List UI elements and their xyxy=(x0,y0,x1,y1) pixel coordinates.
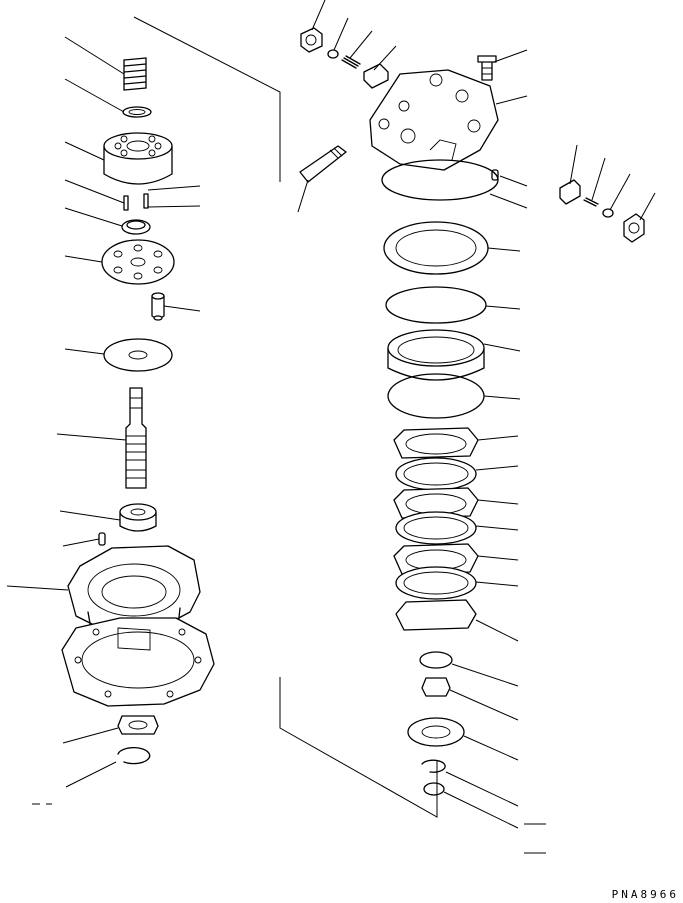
friction-plate-3 xyxy=(395,566,477,600)
separator-plate-4 xyxy=(395,599,477,631)
part-cylinder-block xyxy=(103,132,173,185)
part-side-valve xyxy=(559,179,581,205)
part-collar xyxy=(421,677,451,697)
separator-plate-1 xyxy=(393,427,479,459)
friction-plate-2 xyxy=(395,511,477,545)
part-o-ring-small xyxy=(423,782,445,796)
part-nut xyxy=(117,715,159,735)
part-side-spring xyxy=(583,197,599,207)
bracket-lines xyxy=(133,16,438,818)
part-thrust-plate xyxy=(103,338,173,372)
part-ring xyxy=(419,651,453,669)
part-plate xyxy=(383,221,489,275)
part-brake-piston xyxy=(387,329,485,381)
part-o-ring-large xyxy=(381,159,499,201)
part-snap-ring-2 xyxy=(421,759,446,773)
part-valve-cover xyxy=(369,69,499,171)
part-retainer xyxy=(121,219,151,235)
part-valve-spring xyxy=(341,55,361,69)
part-motor-housing xyxy=(61,545,215,707)
left-leader-lines xyxy=(6,36,201,788)
part-bolt xyxy=(477,55,497,81)
drawing-code: PNA8966 xyxy=(611,888,679,901)
part-bearing-2 xyxy=(407,717,465,747)
stray-marks xyxy=(32,803,546,854)
part-drive-shaft xyxy=(125,387,147,489)
part-spring xyxy=(123,57,147,91)
friction-pack xyxy=(393,427,479,631)
part-spring-washer xyxy=(122,106,152,118)
part-o-ring-1 xyxy=(385,286,487,324)
part-plug xyxy=(151,292,165,321)
part-side-o-ring xyxy=(602,208,614,218)
part-relief-valve xyxy=(299,145,347,183)
part-valve-plug xyxy=(300,27,323,53)
right-leader-lines xyxy=(297,0,656,829)
part-snap-ring xyxy=(117,746,151,765)
part-pins xyxy=(123,193,149,211)
part-bearing xyxy=(119,503,157,532)
part-dowel-pin xyxy=(98,532,106,546)
friction-plate-1 xyxy=(395,457,477,491)
part-retainer-plate xyxy=(101,239,175,285)
part-side-plug xyxy=(623,213,645,243)
part-o-ring-top xyxy=(327,49,339,59)
